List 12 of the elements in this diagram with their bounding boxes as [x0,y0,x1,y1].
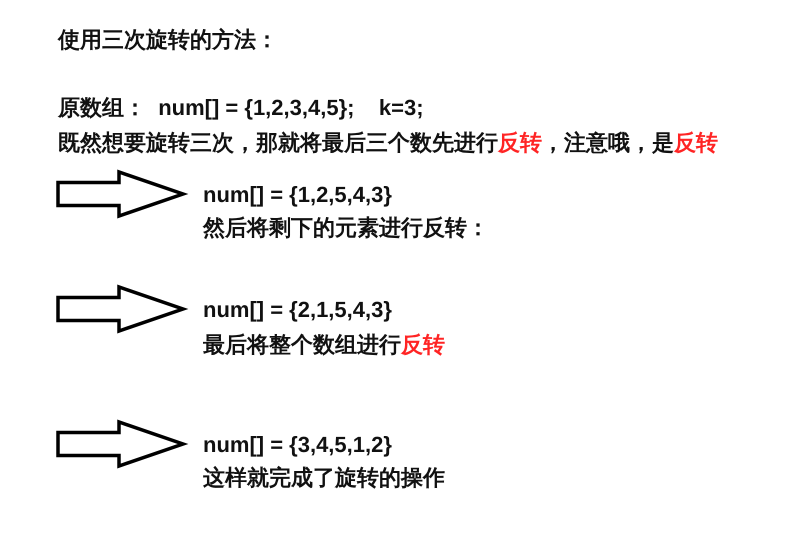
block-arrow [56,420,188,468]
note-text: 最后将整个数组进行反转 [203,331,445,359]
code-text: num[] = {2,1,5,4,3} [203,296,392,324]
block-arrow [56,170,188,218]
note-text: 然后将剩下的元素进行反转： [203,214,489,242]
note-text: 这样就完成了旋转的操作 [203,464,445,492]
heading: 使用三次旋转的方法： [58,26,278,54]
block-arrow [56,284,188,334]
note-text: 原数组： num[] = {1,2,3,4,5}; k=3; [58,94,424,122]
note-text: 既然想要旋转三次，那就将最后三个数先进行反转，注意哦，是反转 [58,129,718,157]
code-text: num[] = {3,4,5,1,2} [203,431,392,459]
code-text: num[] = {1,2,5,4,3} [203,181,392,209]
